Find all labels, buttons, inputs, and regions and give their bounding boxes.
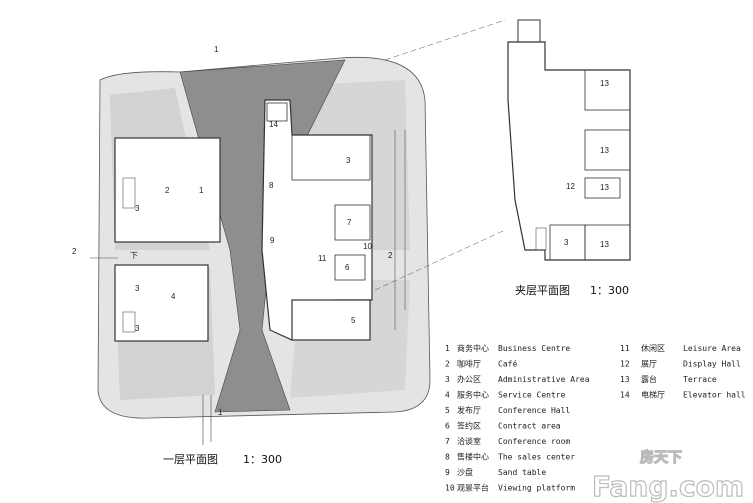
legend-english: Service Centre	[498, 391, 566, 400]
room-label: 3	[346, 156, 351, 165]
room-label: 11	[318, 254, 327, 263]
room-label: 6	[345, 263, 350, 272]
legend-chinese: 电梯厅	[641, 390, 665, 400]
legend-chinese: 沙盘	[457, 467, 473, 477]
legend-number: 1	[445, 344, 450, 353]
legend: 1 商务中心 Business Centre 2 咖啡厅 Café 3 办公区 Administ…	[445, 343, 746, 493]
room-label: 13	[600, 183, 609, 192]
legend-number: 9	[445, 468, 450, 477]
watermark-en: Fang.com	[592, 470, 744, 503]
room-label: 14	[269, 120, 278, 129]
legend-english: Elevator hall	[683, 391, 746, 400]
room-label: 2	[165, 186, 170, 195]
legend-number: 3	[445, 375, 450, 384]
room-label: 3	[564, 238, 569, 247]
legend-number: 11	[620, 344, 630, 353]
legend-number: 4	[445, 391, 450, 400]
legend-english: The sales center	[498, 453, 575, 462]
room-label: 3	[135, 324, 140, 333]
section-mark: 2	[72, 247, 77, 256]
legend-chinese: 观景平台	[457, 483, 489, 493]
room-outline	[334, 254, 366, 281]
ground-labels: 1 2 1 2 下 14 8 9 11 3 7 10 6 5 2 1 3 3 4…	[72, 45, 393, 466]
legend-chinese: 展厅	[641, 360, 657, 369]
room-label: 3	[135, 204, 140, 213]
projection-line	[384, 19, 506, 61]
legend-english: Sand table	[498, 468, 546, 477]
legend-english: Conference Hall	[498, 406, 570, 415]
room-outline	[291, 299, 371, 341]
room-label: 12	[566, 182, 575, 191]
service-centre-block	[114, 264, 209, 342]
stair-icon	[535, 227, 547, 251]
room-label: 9	[270, 236, 275, 245]
legend-chinese: 发布厅	[457, 405, 481, 415]
ground-plan-title: 一层平面图	[163, 453, 218, 466]
legend-english: Viewing platform	[498, 484, 575, 493]
room-label: 8	[269, 181, 274, 190]
legend-english: Contract area	[498, 422, 561, 431]
room-label: 7	[347, 218, 352, 227]
business-centre-block	[114, 137, 221, 243]
legend-number: 7	[445, 437, 450, 446]
legend-chinese: 洽谈室	[457, 436, 481, 446]
legend-english: Leisure Area	[683, 344, 741, 353]
room-label: 4	[171, 292, 176, 301]
mezzanine-plan-scale: 1：300	[590, 284, 629, 297]
room-label: 5	[351, 316, 356, 325]
legend-english: Terrace	[683, 375, 717, 384]
room-label: 13	[600, 240, 609, 249]
legend-number: 8	[445, 453, 450, 462]
legend-number: 10	[445, 484, 455, 493]
elevator-icon	[266, 102, 288, 122]
room-outline	[291, 134, 371, 181]
watermark-cn: 房天下	[640, 449, 682, 466]
room-label: 1	[199, 186, 204, 195]
legend-number: 6	[445, 422, 450, 431]
legend-english: Display Hall	[683, 360, 741, 369]
legend-english: Conference room	[498, 437, 570, 446]
section-mark: 2	[388, 251, 393, 260]
section-mark: 1	[218, 408, 223, 417]
elevator-tower	[517, 19, 541, 43]
room-outline	[584, 69, 631, 111]
watermark-logo: 房天下 Fang.com	[591, 448, 744, 503]
section-mark: 1	[214, 45, 219, 54]
legend-english: Café	[498, 359, 517, 369]
legend-english: Administrative Area	[498, 375, 590, 384]
room-label: 3	[135, 284, 140, 293]
legend-chinese: 服务中心	[457, 390, 489, 400]
legend-chinese: 商务中心	[457, 343, 489, 353]
mezzanine-plan-title: 夹层平面图	[515, 284, 570, 297]
legend-english: Business Centre	[498, 344, 570, 353]
legend-chinese: 露台	[641, 374, 657, 384]
room-outline	[584, 177, 621, 199]
legend-chinese: 咖啡厅	[457, 359, 481, 369]
legend-number: 12	[620, 360, 630, 369]
room-label: 13	[600, 146, 609, 155]
room-outline	[549, 224, 586, 261]
mezzanine-plan: 13 13 12 13 3 13 夹层平面图 1：300	[507, 19, 631, 297]
legend-chinese: 休闲区	[641, 343, 665, 353]
stair-icon	[122, 177, 136, 209]
room-outline	[584, 129, 631, 171]
mezzanine-outline	[507, 41, 631, 261]
ground-floor-plan	[90, 19, 506, 445]
stair-label: 下	[130, 251, 138, 260]
legend-number: 14	[620, 391, 630, 400]
legend-chinese: 办公区	[457, 374, 481, 384]
stair-icon	[122, 311, 136, 333]
legend-number: 13	[620, 375, 630, 384]
room-label: 13	[600, 79, 609, 88]
legend-number: 2	[445, 360, 450, 369]
legend-chinese: 签约区	[457, 421, 481, 431]
legend-number: 5	[445, 406, 450, 415]
room-label: 10	[363, 242, 372, 251]
projection-line	[374, 229, 506, 291]
ground-plan-scale: 1：300	[243, 453, 282, 466]
room-outline	[334, 204, 371, 241]
legend-chinese: 售楼中心	[457, 452, 489, 462]
